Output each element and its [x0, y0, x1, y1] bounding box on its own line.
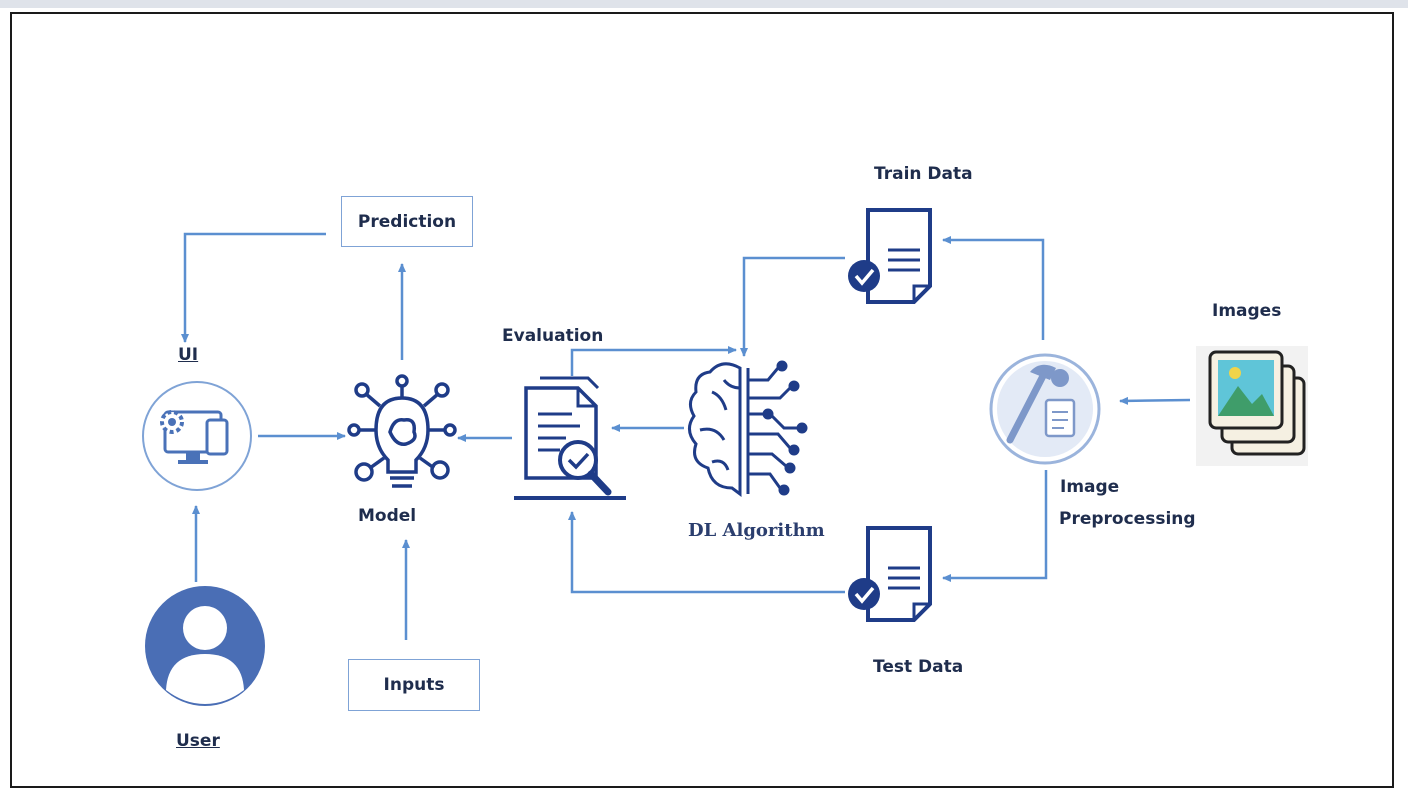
model-label: Model	[358, 506, 417, 526]
dl-algorithm-label: DL Algorithm	[688, 520, 825, 541]
arrow-train-to-dl	[740, 256, 845, 357]
ui-label: UI	[178, 345, 199, 365]
images-stack-icon	[1196, 346, 1308, 466]
ui-device-icon	[142, 381, 252, 491]
top-strip	[0, 0, 1408, 8]
model-bulb-icon	[347, 374, 457, 488]
brain-circuit-icon	[688, 360, 808, 498]
arrow-test-to-evaluation	[568, 511, 845, 594]
test-data-document-icon	[848, 526, 932, 622]
user-avatar-icon	[145, 586, 265, 706]
prediction-box: Prediction	[341, 196, 473, 247]
images-label: Images	[1212, 301, 1282, 321]
arrow-preprocessing-to-test	[942, 470, 1048, 582]
evaluation-label: Evaluation	[502, 326, 604, 346]
test-data-label: Test Data	[873, 657, 964, 677]
image-preprocessing-label-line2: Preprocessing	[1059, 509, 1196, 529]
evaluation-document-icon	[514, 376, 626, 500]
arrow-preprocessing-to-train	[942, 236, 1045, 340]
image-preprocessing-icon	[989, 353, 1101, 465]
arrow-prediction-to-ui	[181, 232, 326, 343]
arrow-images-to-preprocessing	[1119, 396, 1191, 405]
user-label: User	[176, 731, 220, 751]
train-data-document-icon	[848, 208, 932, 304]
train-data-label: Train Data	[874, 164, 973, 184]
arrow-evaluation-to-dl	[570, 346, 737, 376]
inputs-box: Inputs	[348, 659, 480, 711]
image-preprocessing-label-line1: Image	[1060, 477, 1120, 497]
